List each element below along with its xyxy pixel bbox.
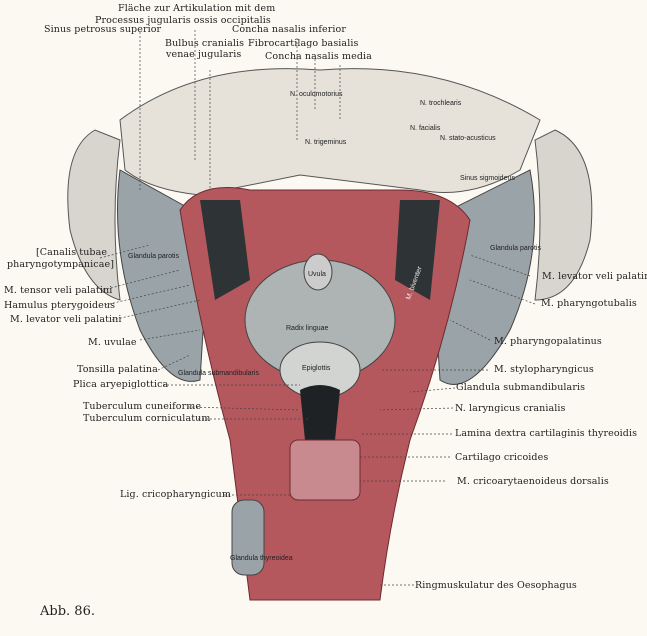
label-glandula-submand: Glandula submandibularis [456, 382, 586, 393]
right-ear [534, 129, 593, 301]
label-tensor: M. tensor veli palatini [4, 285, 113, 296]
svg-text:N. oculomotorius: N. oculomotorius [290, 91, 343, 98]
label-pharyngopalatinus: M. pharyngopalatinus [494, 336, 602, 347]
figure-label: Abb. 86. [40, 604, 95, 619]
label-uvulae: M. uvulae [88, 337, 137, 348]
label-hamulus: Hamulus pterygoideus [4, 300, 116, 311]
svg-text:Radix linguae: Radix linguae [286, 325, 329, 332]
svg-text:N. trigeminus: N. trigeminus [305, 139, 347, 146]
label-lig: Lig. cricopharyngicum [120, 489, 231, 500]
label-levator-left: M. levator veli palatini [10, 314, 122, 325]
svg-text:Glandula parotis: Glandula parotis [128, 253, 179, 260]
label-concha-med: Concha nasalis media [265, 51, 372, 62]
cricoid [289, 439, 361, 501]
dark-cavity-left [200, 200, 250, 300]
label-corniculatum: Tuberculum corniculatum [83, 413, 211, 424]
label-bulbus-2: venae jugularis [166, 49, 242, 60]
label-tonsilla: Tonsilla palatina [77, 364, 158, 375]
label-levator-right: M. levator veli palatini [542, 271, 647, 282]
label-laryngicus: N. laryngicus cranialis [455, 403, 566, 414]
svg-text:Glandula thyreoidea: Glandula thyreoidea [230, 555, 293, 562]
label-lamina: Lamina dextra cartilaginis thyreoidis [455, 428, 638, 439]
label-cuneiforme: Tuberculum cuneiforme [83, 401, 202, 412]
label-canalis-1: [Canalis tubae [36, 247, 108, 258]
svg-text:Glandula parotis: Glandula parotis [490, 245, 541, 252]
uvula [303, 253, 333, 291]
svg-text:Sinus sigmoideus: Sinus sigmoideus [460, 175, 515, 182]
label-plica: Plica aryepiglottica [73, 379, 169, 390]
left-ear [67, 129, 121, 301]
label-ring: Ringmuskulatur des Oesophagus [415, 580, 577, 591]
label-cricoary: M. cricoarytaenoideus dorsalis [457, 476, 609, 487]
thyroid-gland [231, 499, 265, 576]
svg-text:N. facialis: N. facialis [410, 125, 441, 132]
label-bulbus-1: Bulbus cranialis [165, 38, 245, 49]
label-stylopharyngicus: M. stylopharyngicus [494, 364, 594, 375]
label-fibrocartilago: Fibrocartilago basialis [248, 38, 359, 49]
dark-cavity-right [395, 200, 440, 300]
label-flaeche: Fläche zur Artikulation mit dem [118, 3, 276, 14]
label-cartilago: Cartilago cricoides [455, 452, 549, 463]
leader-lines [99, 30, 536, 586]
label-canalis-2: pharyngotympanicae] [7, 259, 114, 270]
svg-text:Uvula: Uvula [308, 271, 326, 278]
label-processus: Processus jugularis ossis occipitalis [95, 15, 271, 26]
svg-text:Epiglottis: Epiglottis [302, 365, 331, 372]
skull-base [119, 68, 541, 196]
svg-text:Glandula submandibularis: Glandula submandibularis [178, 370, 259, 377]
svg-text:N. trochlearis: N. trochlearis [420, 100, 462, 107]
label-sinus-petrosus: Sinus petrosus superior [44, 24, 162, 35]
svg-text:N. stato-acusticus: N. stato-acusticus [440, 135, 496, 142]
label-concha-inf: Concha nasalis inferior [232, 24, 346, 35]
label-pharyngotubalis: M. pharyngotubalis [541, 298, 637, 309]
larynx-opening [300, 385, 340, 448]
